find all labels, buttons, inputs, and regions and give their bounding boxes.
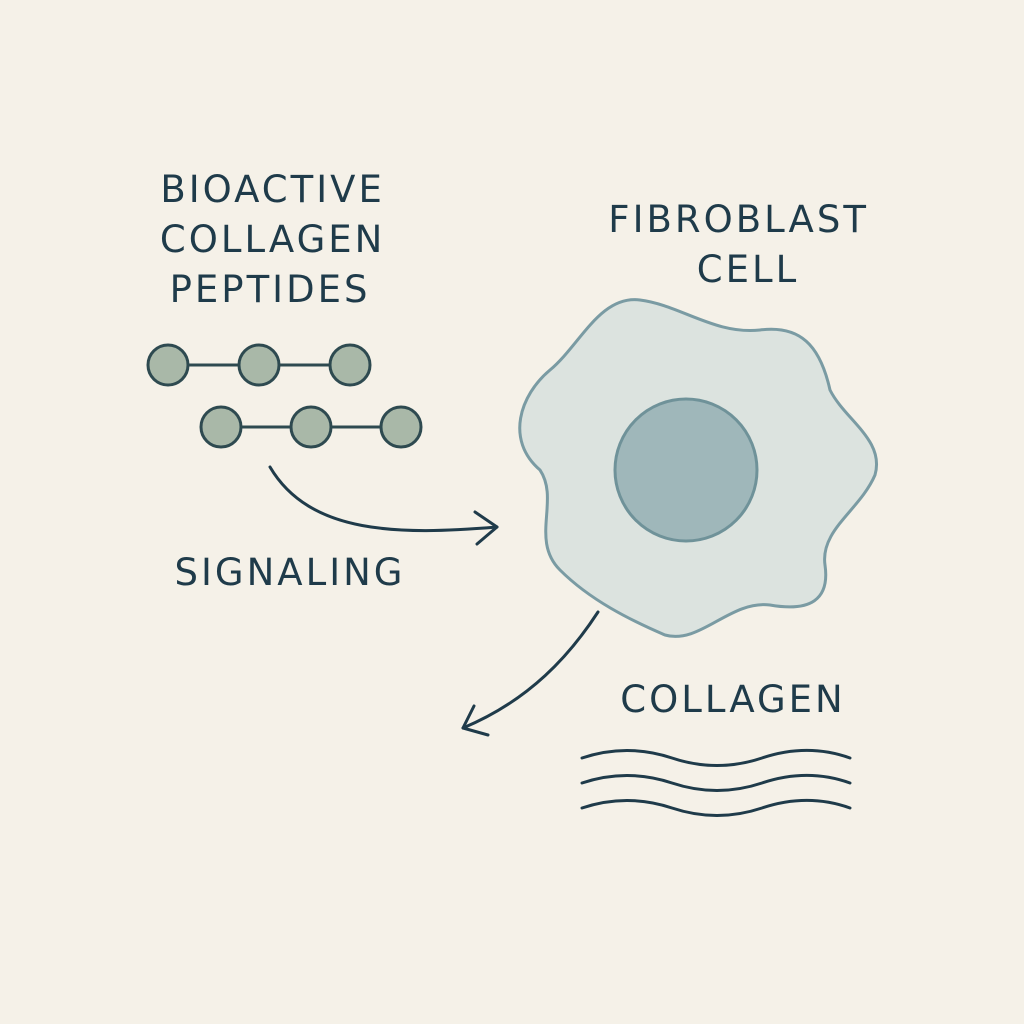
signaling-arrowhead: [473, 510, 499, 546]
fibroblast-label-line-1: FIBROBLAST: [608, 198, 869, 241]
peptide-bead: [379, 405, 423, 449]
signaling-arrow-shaft: [268, 465, 499, 533]
collagen-arrowhead: [461, 704, 490, 737]
signaling-label: SIGNALING: [175, 551, 406, 594]
peptide-bead: [146, 343, 190, 387]
peptide-bead: [328, 343, 372, 387]
peptides-label: BIOACTIVE COLLAGEN PEPTIDES: [160, 168, 400, 311]
collagen-fiber: [580, 749, 852, 767]
fibroblast-nucleus: [613, 397, 759, 543]
collagen-fibers: [580, 749, 852, 817]
collagen-arrow-shaft: [461, 610, 600, 730]
collagen-fiber: [580, 774, 852, 792]
peptide-chain-top: [146, 343, 372, 387]
peptide-bead: [199, 405, 243, 449]
collagen-label: COLLAGEN: [620, 678, 845, 721]
peptide-chain-bottom: [199, 405, 423, 449]
peptides-label-line-1: BIOACTIVE: [160, 168, 384, 211]
peptides-label-line-3: PEPTIDES: [170, 268, 371, 311]
fibroblast-label-line-2: CELL: [697, 248, 799, 291]
signaling-arrow: [268, 465, 499, 546]
peptide-bead: [289, 405, 333, 449]
peptide-bead: [237, 343, 281, 387]
peptides-label-line-2: COLLAGEN: [160, 218, 385, 261]
collagen-fiber: [580, 799, 852, 817]
collagen-output-arrow: [461, 610, 600, 737]
fibroblast-label: FIBROBLAST CELL: [608, 198, 883, 291]
